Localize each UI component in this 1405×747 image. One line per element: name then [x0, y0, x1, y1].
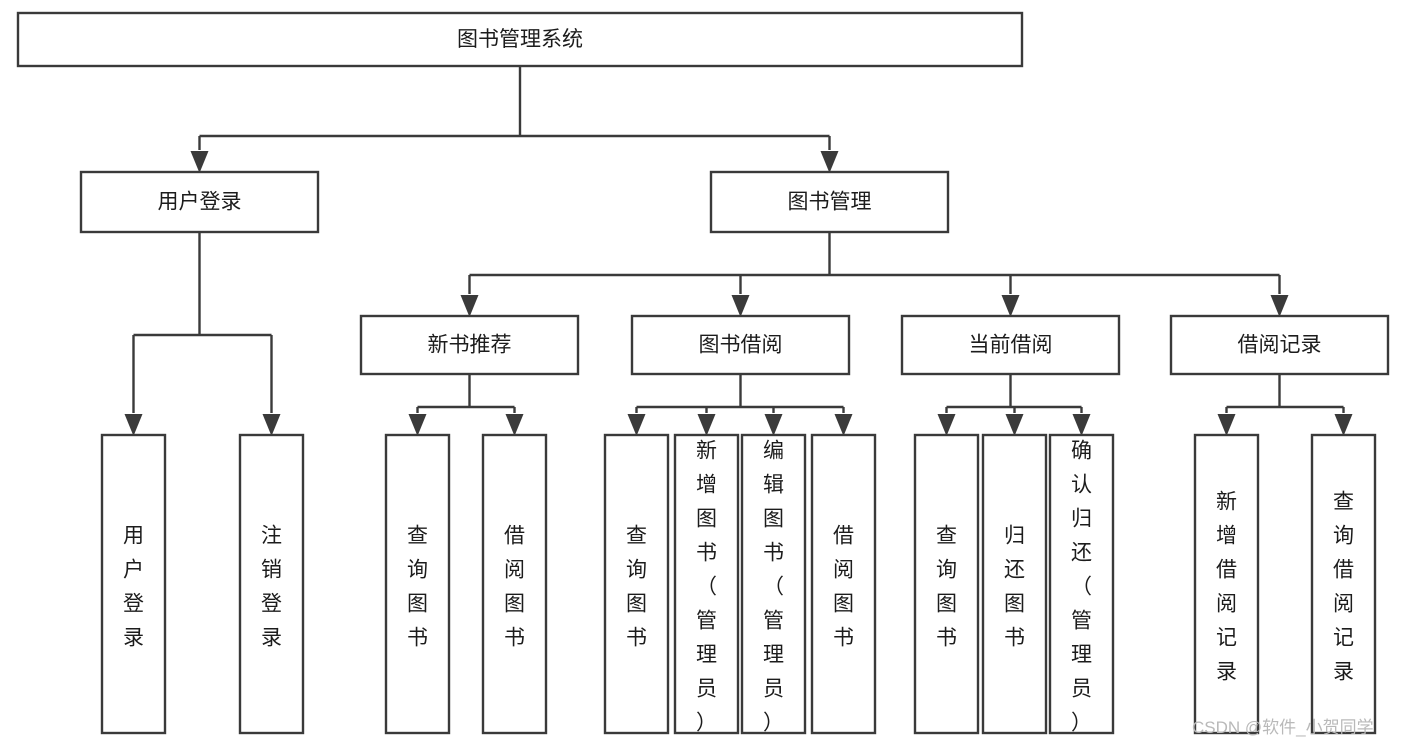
- node-leaf-query-book-3[interactable]: 查询图书: [913, 433, 980, 735]
- node-label: 图书管理系统: [457, 28, 583, 51]
- arrow-head: [505, 414, 524, 436]
- node-leaf-query-book-1[interactable]: 查询图书: [384, 433, 451, 735]
- arrow-head: [1217, 414, 1236, 436]
- node-box[interactable]: [1048, 433, 1115, 735]
- arrow-head: [262, 414, 281, 436]
- node-borrow-record[interactable]: 借阅记录: [1169, 314, 1390, 376]
- arrow-head: [124, 414, 143, 436]
- arrow-head: [1334, 414, 1353, 436]
- node-label: 查询图书: [936, 525, 957, 650]
- node-label: 借阅记录: [1238, 334, 1322, 357]
- node-label: 归还图书: [1004, 525, 1025, 650]
- node-leaf-query-record[interactable]: 查询借阅记录: [1310, 433, 1377, 735]
- arrow-head: [408, 414, 427, 436]
- node-leaf-borrow-book-1[interactable]: 借阅图书: [481, 433, 548, 735]
- node-box[interactable]: [79, 170, 320, 234]
- node-label: 用户登录: [158, 191, 242, 214]
- node-label: 新书推荐: [428, 334, 512, 357]
- node-root[interactable]: 图书管理系统: [16, 11, 1024, 68]
- node-label: 确认归还（管理员）: [1071, 440, 1092, 735]
- node-box[interactable]: [740, 433, 807, 735]
- node-book-manage[interactable]: 图书管理: [709, 170, 950, 234]
- node-label: 注销登录: [261, 525, 282, 650]
- node-leaf-borrow-book-2[interactable]: 借阅图书: [810, 433, 877, 735]
- node-leaf-user-logout[interactable]: 注销登录: [238, 433, 305, 735]
- node-label: 查询借阅记录: [1333, 491, 1354, 684]
- node-box[interactable]: [359, 314, 580, 376]
- node-label: 借阅图书: [504, 525, 525, 650]
- node-label: 图书借阅: [699, 334, 783, 357]
- node-leaf-add-book[interactable]: 新增图书（管理员）: [673, 433, 740, 735]
- arrow-head: [627, 414, 646, 436]
- arrow-head: [937, 414, 956, 436]
- node-label: 查询图书: [407, 525, 428, 650]
- node-box[interactable]: [981, 433, 1048, 735]
- node-current-borrow[interactable]: 当前借阅: [900, 314, 1121, 376]
- node-leaf-query-book-2[interactable]: 查询图书: [603, 433, 670, 735]
- arrow-head: [834, 414, 853, 436]
- node-label: 编辑图书（管理员）: [763, 440, 784, 735]
- arrow-head: [1001, 295, 1020, 317]
- node-label: 借阅图书: [833, 525, 854, 650]
- node-box[interactable]: [1193, 433, 1260, 735]
- arrow-head: [1270, 295, 1289, 317]
- node-box[interactable]: [913, 433, 980, 735]
- node-box[interactable]: [238, 433, 305, 735]
- node-leaf-confirm-return[interactable]: 确认归还（管理员）: [1048, 433, 1115, 735]
- node-box[interactable]: [481, 433, 548, 735]
- node-box[interactable]: [709, 170, 950, 234]
- node-leaf-edit-book[interactable]: 编辑图书（管理员）: [740, 433, 807, 735]
- arrow-head: [820, 151, 839, 173]
- node-leaf-add-record[interactable]: 新增借阅记录: [1193, 433, 1260, 735]
- arrow-head: [1005, 414, 1024, 436]
- node-label: 当前借阅: [969, 334, 1053, 357]
- arrow-head: [1072, 414, 1091, 436]
- node-box[interactable]: [384, 433, 451, 735]
- connector-layer: [124, 66, 1353, 436]
- node-box[interactable]: [603, 433, 670, 735]
- node-box[interactable]: [630, 314, 851, 376]
- node-layer: 图书管理系统用户登录图书管理新书推荐图书借阅当前借阅借阅记录用户登录注销登录查询…: [16, 11, 1390, 735]
- node-box[interactable]: [16, 11, 1024, 68]
- node-leaf-return-book[interactable]: 归还图书: [981, 433, 1048, 735]
- node-box[interactable]: [900, 314, 1121, 376]
- node-book-borrow[interactable]: 图书借阅: [630, 314, 851, 376]
- arrow-head: [460, 295, 479, 317]
- node-user-login[interactable]: 用户登录: [79, 170, 320, 234]
- arrow-head: [190, 151, 209, 173]
- node-box[interactable]: [100, 433, 167, 735]
- node-label: 图书管理: [788, 191, 872, 214]
- node-label: 新增借阅记录: [1216, 491, 1237, 684]
- node-label: 用户登录: [123, 525, 144, 650]
- node-box[interactable]: [1169, 314, 1390, 376]
- node-leaf-user-login[interactable]: 用户登录: [100, 433, 167, 735]
- arrow-head: [731, 295, 750, 317]
- arrow-head: [697, 414, 716, 436]
- node-box[interactable]: [810, 433, 877, 735]
- node-new-book-recommend[interactable]: 新书推荐: [359, 314, 580, 376]
- node-label: 新增图书（管理员）: [696, 440, 717, 735]
- node-box[interactable]: [673, 433, 740, 735]
- csdn-watermark: CSDN @软件_小贺同学: [1192, 718, 1374, 737]
- node-label: 查询图书: [626, 525, 647, 650]
- node-box[interactable]: [1310, 433, 1377, 735]
- arrow-head: [764, 414, 783, 436]
